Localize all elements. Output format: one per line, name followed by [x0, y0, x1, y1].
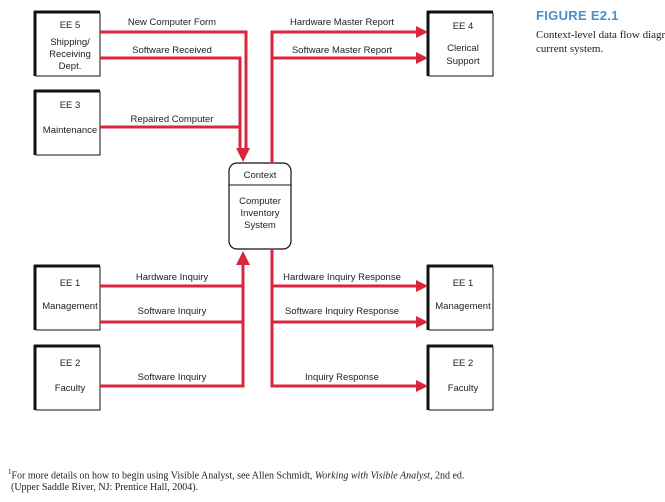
entity-label: Management — [42, 301, 98, 312]
entity-label: Management — [435, 301, 491, 312]
footnote-marker: 1 — [8, 468, 12, 476]
arrowhead-into-process-top — [236, 148, 250, 162]
entity-label: Receiving — [49, 49, 91, 60]
flow-hardware-master-report — [270, 30, 418, 163]
process-line: Computer — [239, 196, 281, 207]
arrowhead-to-ee4-software — [416, 52, 428, 64]
flow-labels: New Computer Form Software Received Repa… — [128, 17, 401, 383]
entity-label: Shipping/ — [50, 37, 90, 48]
process-header: Context — [244, 170, 277, 181]
arrowheads — [236, 26, 428, 392]
flow-software-received — [100, 56, 242, 150]
figure-caption-text: Context-level data flow diagram for the … — [536, 29, 665, 55]
footnote-text: For more details on how to begin using V… — [11, 470, 315, 482]
entity-ee2-faculty-right: EE 2 Faculty — [426, 344, 494, 411]
flow-hardware-inquiry-response — [270, 249, 418, 388]
entity-ee3-maintenance: EE 3 Maintenance — [33, 89, 101, 156]
entity-number: EE 1 — [453, 278, 474, 289]
entity-label: Dept. — [59, 61, 82, 72]
entity-label: Support — [446, 56, 480, 67]
process-line: Inventory — [240, 208, 279, 219]
entity-number: EE 3 — [60, 100, 81, 111]
arrowhead-into-process-bottom — [236, 251, 250, 265]
flow-label: Inquiry Response — [305, 372, 379, 383]
entity-label: Clerical — [447, 43, 479, 54]
entity-number: EE 1 — [60, 278, 81, 289]
arrowhead-to-ee1-software-response — [416, 316, 428, 328]
flow-label: Software Inquiry — [138, 306, 207, 317]
entity-label: Faculty — [55, 383, 86, 394]
footnote-edition: , 2nd ed. — [429, 470, 465, 482]
entity-number: EE 2 — [453, 358, 474, 369]
arrowhead-to-ee2-inquiry-response — [416, 380, 428, 392]
flow-label: Software Master Report — [292, 45, 393, 56]
process-line: System — [244, 220, 276, 231]
flow-label: Software Inquiry Response — [285, 306, 399, 317]
footnote-book-title: Working with Visible Analyst — [314, 470, 430, 482]
process-context-computer-inventory-system: Context Computer Inventory System — [228, 162, 292, 250]
flow-label: New Computer Form — [128, 17, 216, 28]
flow-label: Software Received — [132, 45, 212, 56]
flow-lines — [100, 30, 418, 388]
flow-label: Repaired Computer — [131, 114, 214, 125]
entity-ee4-clerical-support: EE 4 Clerical Support — [426, 10, 494, 77]
arrowhead-to-ee1-hardware-response — [416, 280, 428, 292]
entity-number: EE 4 — [453, 21, 474, 32]
flow-label: Software Inquiry — [138, 372, 207, 383]
footnote-publisher: (Upper Saddle River, NJ: Prentice Hall, … — [11, 482, 199, 494]
figure-caption-title: FIGURE E2.1 — [536, 8, 619, 23]
flow-label: Hardware Inquiry Response — [283, 272, 401, 283]
footnote: 1For more details on how to begin using … — [8, 466, 568, 494]
arrowhead-to-ee4-hardware — [416, 26, 428, 38]
flow-label: Hardware Inquiry — [136, 272, 209, 283]
entity-ee5-shipping-receiving: EE 5 Shipping/ Receiving Dept. — [33, 10, 101, 77]
entity-label: Maintenance — [43, 125, 97, 136]
entity-number: EE 5 — [60, 20, 81, 31]
flow-software-inquiry-faculty — [100, 262, 245, 388]
entity-ee1-management-left: EE 1 Management — [33, 264, 101, 331]
flow-new-computer-form — [100, 30, 248, 150]
entity-ee1-management-right: EE 1 Management — [426, 264, 494, 331]
entity-ee2-faculty-left: EE 2 Faculty — [33, 344, 101, 411]
entity-label: Faculty — [448, 383, 479, 394]
flow-label: Hardware Master Report — [290, 17, 394, 28]
data-flow-diagram: Context Computer Inventory System EE 5 S… — [33, 10, 494, 411]
entity-number: EE 2 — [60, 358, 81, 369]
